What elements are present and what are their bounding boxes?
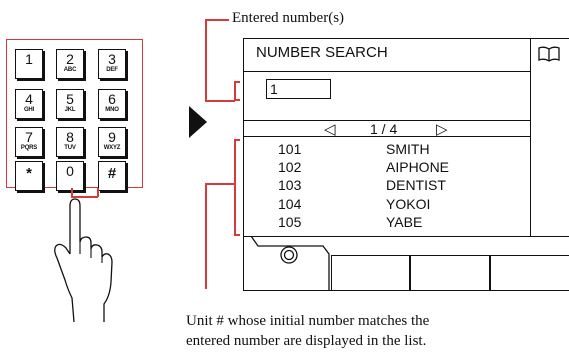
next-page-icon[interactable]: ▷: [436, 121, 448, 138]
list-name[interactable]: YABE: [386, 214, 423, 230]
softkey-2[interactable]: [331, 255, 410, 291]
list-name[interactable]: DENTIST: [386, 177, 446, 193]
key-1[interactable]: 1: [15, 49, 43, 79]
book-icon[interactable]: [538, 46, 560, 62]
hand-pointer-icon: [54, 198, 113, 323]
prev-page-icon[interactable]: ◁: [324, 121, 336, 138]
number-input[interactable]: 1: [266, 79, 331, 99]
list-name[interactable]: SMITH: [386, 141, 430, 157]
softkey-4[interactable]: [490, 255, 569, 291]
key-star[interactable]: *: [15, 161, 43, 191]
home-softkey[interactable]: [243, 236, 333, 292]
list-unit[interactable]: 104: [278, 196, 302, 212]
entered-number-callout: Entered number(s): [232, 10, 345, 26]
right-triangle-icon: [189, 106, 207, 138]
list-unit[interactable]: 102: [278, 159, 302, 175]
list-unit[interactable]: 103: [278, 177, 302, 193]
list-name[interactable]: AIPHONE: [386, 159, 450, 175]
page-indicator: 1 / 4: [370, 121, 398, 137]
list-unit[interactable]: 105: [278, 214, 302, 230]
home-ring-icon: [280, 246, 298, 264]
key-hash[interactable]: #: [98, 161, 126, 191]
list-unit[interactable]: 101: [278, 141, 302, 157]
softkey-3[interactable]: [410, 255, 490, 291]
screen-title: NUMBER SEARCH: [256, 44, 388, 61]
key-0[interactable]: 0: [56, 161, 84, 191]
caption-line-1: Unit # whose initial number matches the: [186, 313, 430, 329]
list-name[interactable]: YOKOI: [386, 196, 431, 212]
caption-line-2: entered number are displayed in the list…: [186, 333, 427, 349]
